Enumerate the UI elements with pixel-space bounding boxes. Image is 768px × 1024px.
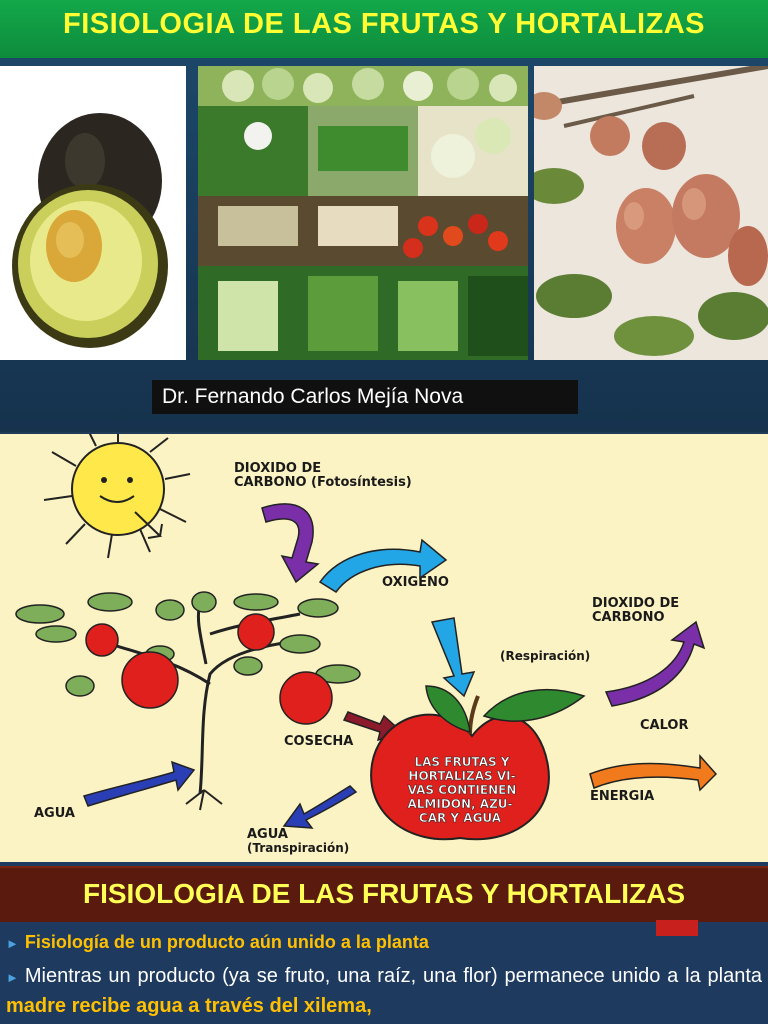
bullet-arrow-icon: ► <box>6 936 19 951</box>
apple-text-4: ALMIDON, AZU- <box>408 797 513 811</box>
apple-tree-illustration <box>15 591 361 811</box>
red-accent-tab <box>656 920 698 936</box>
bullet-2-text: Mientras un producto (ya se fruto, una r… <box>24 965 762 987</box>
label-co2-photo-2: CARBONO (Fotosíntesis) <box>234 475 412 490</box>
bullet-2-highlight: madre recibe agua a través del xilema, <box>6 995 372 1017</box>
label-co2-out-2: CARBONO <box>592 610 665 625</box>
orange-arrow-energy <box>589 754 718 792</box>
content-slide: FISIOLOGIA DE LAS FRUTAS Y HORTALIZAS ► F… <box>0 862 768 1024</box>
slide-title-2: FISIOLOGIA DE LAS FRUTAS Y HORTALIZAS <box>82 878 685 909</box>
label-water: AGUA <box>34 806 75 821</box>
bullet-point-2: ► Mientras un producto (ya se fruto, una … <box>6 962 762 1021</box>
blue-arrow-transpiration <box>282 785 358 829</box>
cyan-arrow-down <box>430 617 476 698</box>
slide-title: FISIOLOGIA DE LAS FRUTAS Y HORTALIZAS <box>62 8 705 40</box>
cyan-arrow-oxygen <box>318 538 448 594</box>
author-box: Dr. Fernando Carlos Mejía Nova <box>152 380 578 414</box>
vegetable-market-photo <box>198 66 528 360</box>
label-harvest: COSECHA <box>284 734 353 749</box>
title-banner: FISIOLOGIA DE LAS FRUTAS Y HORTALIZAS <box>0 0 768 58</box>
label-water-transp-2: (Transpiración) <box>247 841 349 855</box>
purple-arrow-photosynthesis <box>261 503 320 584</box>
label-heat: CALOR <box>640 718 688 733</box>
bullet-arrow-icon: ► <box>6 970 19 985</box>
label-energy: ENERGIA <box>590 789 654 804</box>
label-co2-photo-1: DIOXIDO DE <box>234 461 321 476</box>
purple-arrow-respiration <box>604 620 706 707</box>
bullet-point-1: ► Fisiología de un producto aún unido a l… <box>6 932 429 953</box>
apple-text-2: HORTALIZAS VI- <box>408 769 515 783</box>
blue-arrow-water <box>82 760 196 807</box>
apple-tree-photo <box>534 66 768 360</box>
apple-text-3: VAS CONTIENEN <box>408 783 517 797</box>
sun-icon <box>43 434 191 559</box>
avocado-photo <box>0 66 186 360</box>
apple-text-1: LAS FRUTAS Y <box>415 755 510 769</box>
big-apple <box>370 685 586 841</box>
author-name: Dr. Fernando Carlos Mejía Nova <box>162 385 464 408</box>
bullet-1-text: Fisiología de un producto aún unido a la… <box>24 932 429 952</box>
title-banner-2: FISIOLOGIA DE LAS FRUTAS Y HORTALIZAS <box>0 866 768 922</box>
label-co2-out-1: DIOXIDO DE <box>592 596 679 611</box>
physiology-diagram: DIOXIDO DE CARBONO (Fotosíntesis) OXIGEN… <box>0 434 768 862</box>
title-slide: FISIOLOGIA DE LAS FRUTAS Y HORTALIZAS <box>0 0 768 432</box>
label-water-transp-1: AGUA <box>247 827 288 842</box>
label-oxygen: OXIGENO <box>382 575 449 590</box>
apple-text-5: CAR Y AGUA <box>419 811 502 825</box>
label-respiration: (Respiración) <box>500 649 590 663</box>
